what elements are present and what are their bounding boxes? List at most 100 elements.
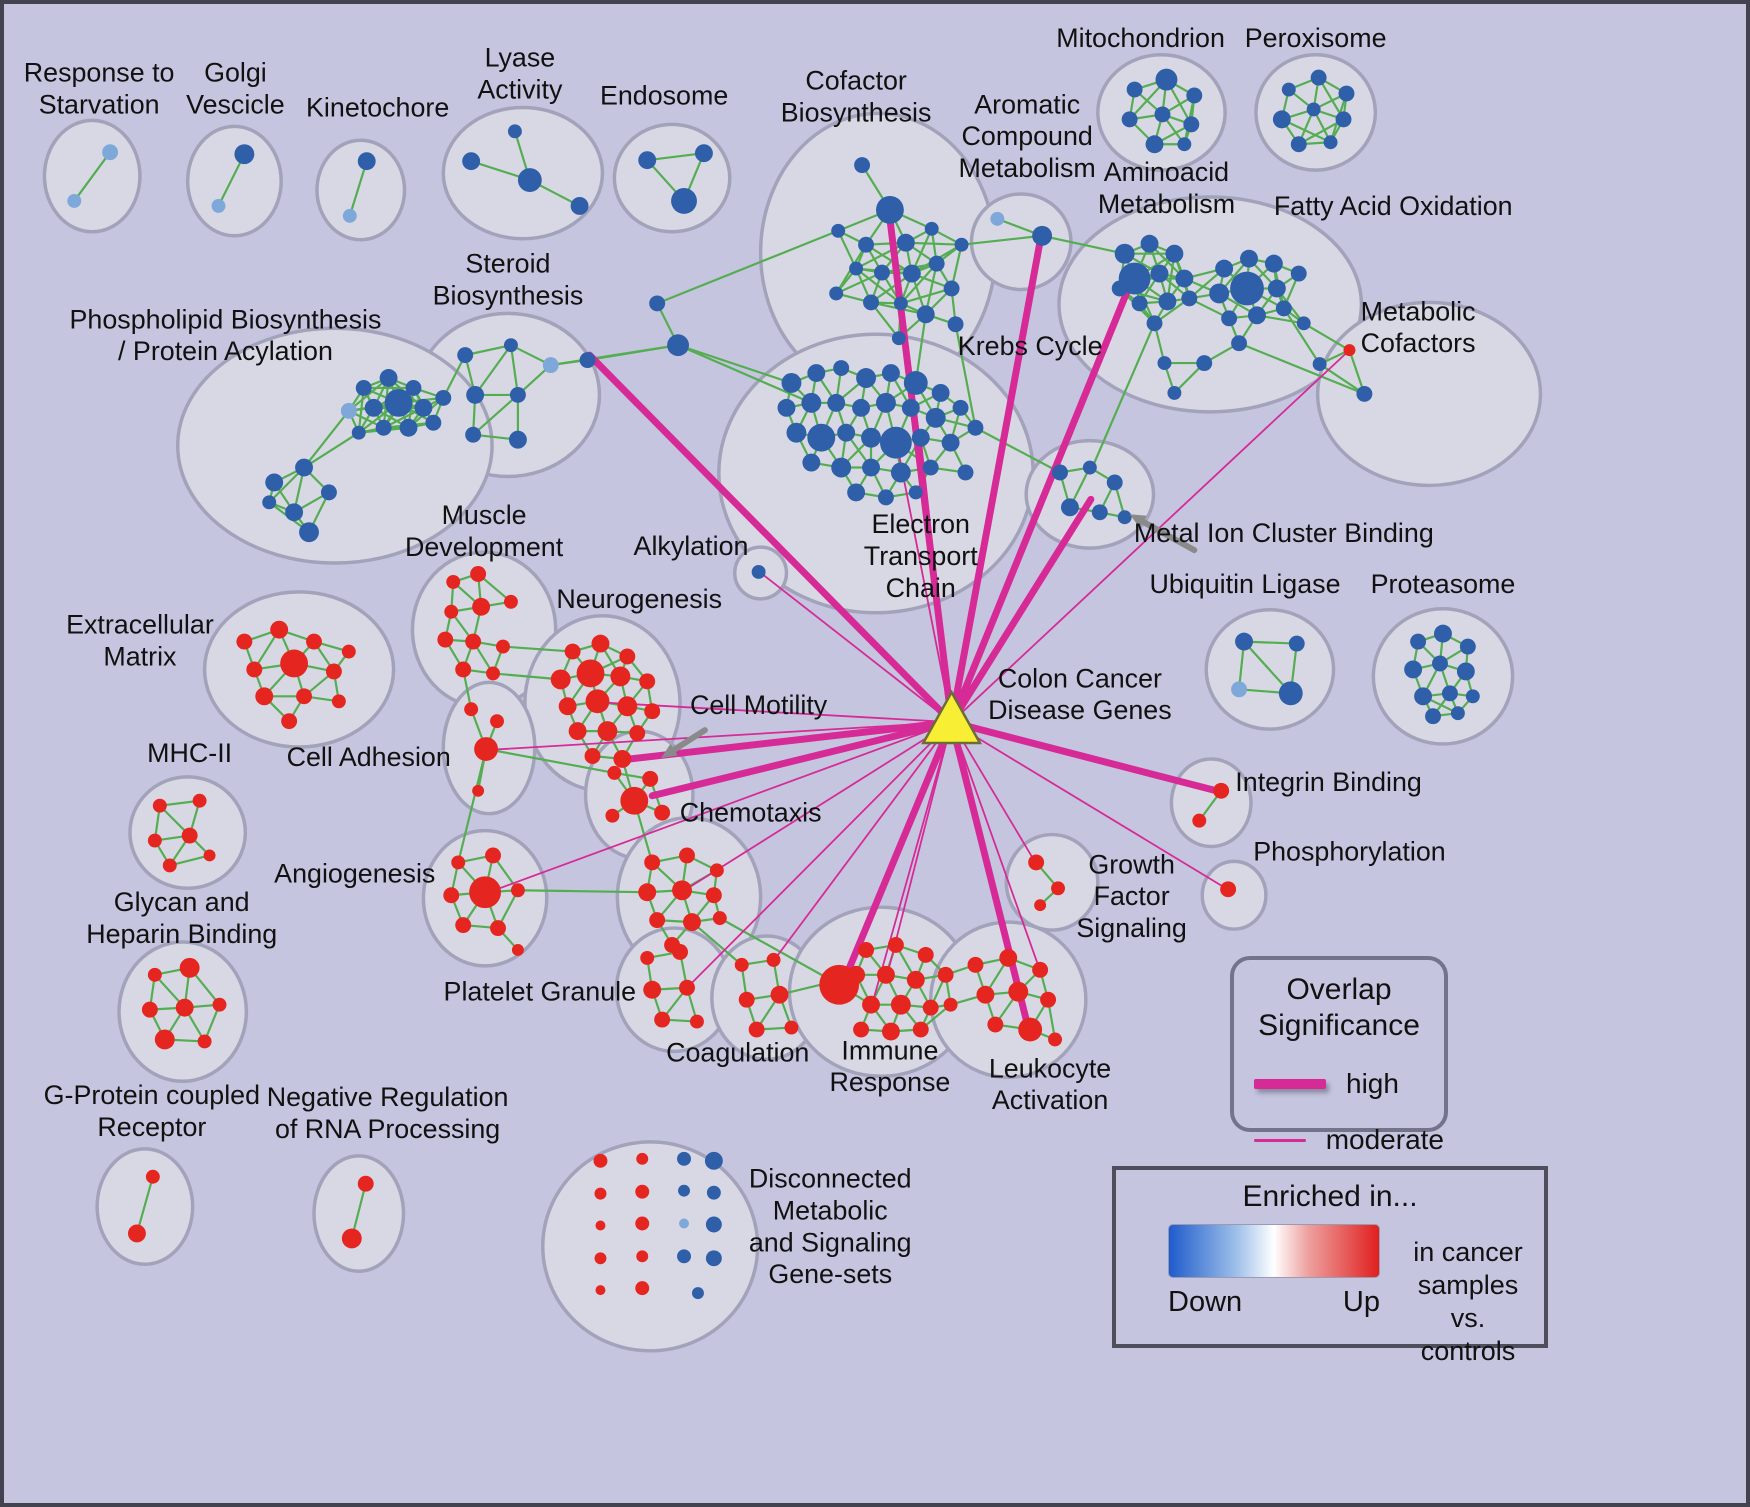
node-aminoacid-fatty-acid — [1167, 385, 1182, 400]
node-chemotaxis — [649, 912, 666, 929]
node-extracellular-matrix — [280, 649, 309, 678]
edge-cofactor-biosynthesis — [837, 229, 858, 270]
edge-metabolic-cofactors — [1318, 362, 1366, 396]
edge-kinetochore — [348, 160, 368, 217]
node-muscle-development — [437, 631, 454, 648]
node-disconnected-gene-sets — [691, 1287, 704, 1300]
node-angiogenesis — [510, 883, 525, 898]
node-glycan-heparin-binding — [179, 957, 200, 978]
node-neurogenesis — [639, 673, 656, 690]
node-chemotaxis — [712, 911, 727, 926]
node-lyase-activity — [507, 124, 522, 139]
node-steroid-biosynthesis — [457, 347, 474, 364]
node-aromatic-compound-metabolism — [1032, 225, 1053, 246]
node-extracellular-matrix — [331, 694, 346, 709]
node-aminoacid-fatty-acid — [1248, 306, 1266, 325]
node-integrin-binding — [1192, 813, 1207, 828]
node-phospholipid-protein-acylation — [379, 369, 398, 387]
side-text-line1: in cancer — [1413, 1237, 1523, 1267]
node-cell-motility — [642, 770, 659, 787]
node-krebs-etc — [890, 462, 911, 483]
node-platelet-granule — [643, 980, 662, 999]
node-neurogenesis — [550, 669, 571, 690]
node-cofactor-biosynthesis — [829, 286, 844, 301]
edge-g-protein-coupled-receptor — [135, 1175, 154, 1235]
legend-enriched-body: Down Up in cancer samples vs. controls — [1116, 1214, 1544, 1368]
legend-enriched-side-text: in cancer samples vs. controls — [1406, 1224, 1530, 1368]
node-cofactor-biosynthesis — [849, 261, 864, 276]
node-leukocyte-activation — [1040, 991, 1057, 1008]
node-disconnected-gene-sets — [677, 1249, 691, 1264]
node-phospholipid-protein-acylation — [375, 419, 392, 436]
node-krebs-etc — [827, 393, 846, 412]
node-growth-factor-signaling — [1028, 854, 1045, 871]
cluster-golgi-vescicle — [185, 124, 283, 238]
inter-cluster-edge — [1090, 322, 1156, 470]
node-angiogenesis — [511, 943, 524, 956]
node-ubiquitin-ligase — [1235, 632, 1253, 651]
node-aminoacid-fatty-acid — [1140, 234, 1159, 253]
node-ubiquitin-ligase — [1288, 635, 1305, 652]
node-krebs-etc — [831, 457, 852, 478]
node-endosome — [694, 144, 713, 163]
node-mhc-ii — [203, 849, 216, 862]
node-steroid-biosynthesis — [508, 430, 527, 449]
node-immune-response — [881, 1022, 900, 1041]
node-krebs-etc — [908, 485, 923, 500]
node-neurogenesis — [644, 703, 661, 720]
label-mitochondrion: Mitochondrion — [1056, 23, 1225, 53]
node-proteasome — [1425, 708, 1441, 725]
node-aminoacid-fatty-acid — [1181, 290, 1198, 307]
label-metal-ion-cluster-binding: Metal Ion Cluster Binding — [1134, 518, 1434, 548]
gradient-column: Down Up — [1168, 1224, 1380, 1319]
legend-overlap-title-line1: Overlap — [1286, 973, 1392, 1006]
node-mhc-ii — [192, 793, 207, 808]
inter-cluster-edge — [1237, 342, 1366, 396]
legend-overlap-title-line2: Significance — [1258, 1009, 1420, 1042]
node-disconnected-gene-sets — [705, 1216, 722, 1233]
node-lyase-activity — [517, 168, 542, 192]
node-mitochondrion — [1126, 81, 1143, 98]
node-leukocyte-activation — [1048, 1032, 1063, 1047]
node-neurogenesis — [584, 748, 601, 764]
node-cell-motility — [620, 786, 649, 815]
cluster-aminoacid-fatty-acid — [1057, 195, 1364, 414]
node-immune-response — [847, 965, 866, 984]
node-platelet-granule — [654, 1011, 671, 1028]
node-growth-factor-signaling — [1034, 899, 1047, 912]
node-krebs-etc — [781, 373, 802, 393]
overlap-edge-high — [948, 718, 1032, 1032]
node-aminoacid-fatty-acid — [1290, 265, 1307, 282]
inter-cluster-edge — [954, 323, 977, 429]
node-coagulation — [784, 1020, 799, 1035]
overlap-edge-moderate — [950, 721, 1039, 867]
node-neurogenesis — [613, 750, 632, 768]
node-krebs-etc — [833, 360, 850, 377]
overlap-edge-moderate — [886, 721, 953, 977]
node-muscle-development — [444, 604, 459, 619]
node-cofactor-biosynthesis — [858, 236, 875, 253]
node-proteasome — [1441, 685, 1458, 702]
node-aminoacid-fatty-acid — [1175, 269, 1194, 288]
node-mitochondrion — [1177, 137, 1192, 152]
node-cofactor-biosynthesis — [874, 264, 890, 281]
node-krebs-etc — [807, 423, 836, 452]
inter-cluster-edge — [676, 344, 793, 385]
label-cell-adhesion: Cell Adhesion — [287, 742, 451, 772]
node-angiogenesis — [443, 887, 460, 904]
node-chemotaxis — [705, 887, 722, 904]
node-mhc-ii — [181, 827, 198, 844]
node-aminoacid-fatty-acid — [1157, 356, 1172, 371]
node-cofactor-biosynthesis — [943, 280, 960, 297]
edge-steroid-biosynthesis — [474, 344, 513, 397]
node-glycan-heparin-binding — [212, 997, 227, 1012]
node-muscle-development — [472, 597, 491, 616]
label-angiogenesis: Angiogenesis — [274, 858, 435, 888]
node-platelet-granule — [672, 943, 688, 960]
edge-cofactor-biosynthesis — [855, 267, 902, 305]
node-leukocyte-activation — [1008, 981, 1029, 1002]
node-neurogenesis — [558, 697, 577, 716]
